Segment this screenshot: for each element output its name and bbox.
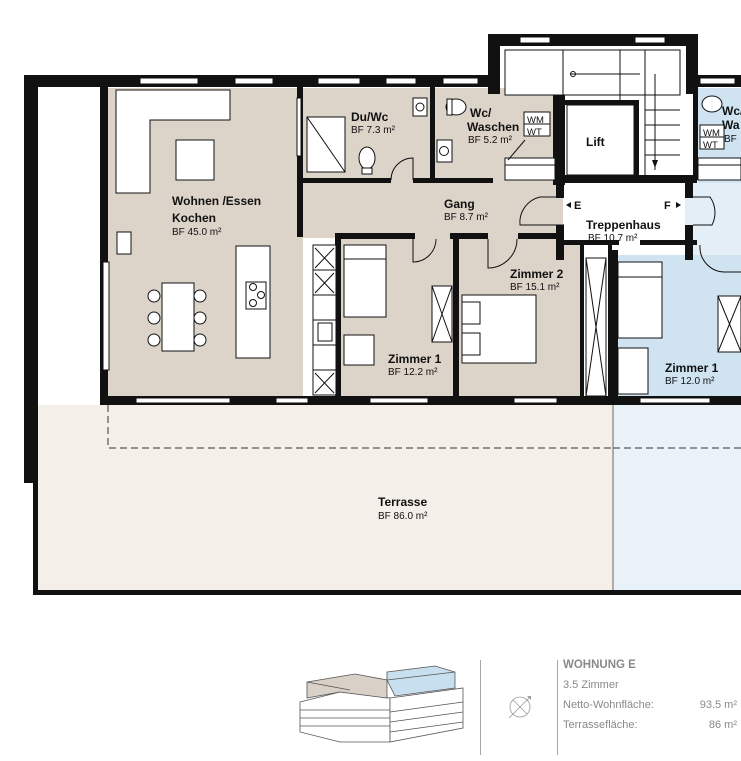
room-area-bath: BF 7.3 m² (351, 125, 396, 136)
roof-overhang-line (107, 405, 613, 449)
door-label-f: F (664, 200, 671, 212)
stair-start-icon (570, 71, 576, 77)
room-area-staircase: BF 10.7 m² (588, 233, 638, 244)
furniture (115, 89, 741, 397)
apartment-info: WOHNUNG E 3.5 Zimmer Netto-Wohnfläche: 9… (563, 655, 741, 735)
room-name-laundry: Waschen (467, 120, 519, 134)
divider-line (480, 660, 481, 755)
neighbor-washing-machine-label: WM (703, 128, 720, 139)
room-name-terrace: Terrasse (378, 495, 427, 509)
room-name-wc: Wc/ (470, 106, 492, 120)
windows (102, 36, 736, 404)
room-name-lift: Lift (586, 135, 605, 149)
building-thumbnail-icon (299, 665, 464, 743)
terrace-left-edge (33, 405, 38, 595)
room-area-zimmer1: BF 12.2 m² (388, 367, 438, 378)
room-name-living: Wohnen /Essen (172, 194, 261, 208)
room-name-zimmer1: Zimmer 1 (388, 352, 442, 366)
room-area-zimmer2: BF 15.1 m² (510, 282, 560, 293)
neighbor-wc-name: Wc/ (722, 104, 741, 118)
net-area-label: Netto-Wohnfläche: (563, 699, 654, 711)
outer-left-wall (24, 75, 38, 483)
room-name-hall: Gang (444, 197, 475, 211)
dryer-label: WT (527, 127, 542, 138)
neighbor-terrace-area (613, 405, 741, 593)
lift-shaft (566, 104, 635, 176)
hall-floor (303, 183, 563, 238)
entrance-arrow-icon (566, 202, 571, 208)
room-name-kitchen: Kochen (172, 211, 216, 225)
room-name-zimmer2: Zimmer 2 (510, 267, 564, 281)
room-area-terrace: BF 86.0 m² (378, 511, 428, 522)
net-area-value: 93.5 m² (699, 699, 737, 711)
staircase (504, 49, 741, 181)
neighbor-room-name: Zimmer 1 (665, 361, 719, 375)
door-label-e: E (574, 200, 581, 212)
washing-machine-label: WM (527, 115, 544, 126)
compass-icon (508, 695, 532, 719)
apartment-title: WOHNUNG E (563, 659, 636, 671)
room-area-wc: BF 5.2 m² (468, 135, 513, 146)
room-area-living: BF 45.0 m² (172, 227, 222, 238)
terrace-area-value: 86 m² (708, 719, 737, 731)
net-area-row: Netto-Wohnfläche: 93.5 m² (563, 695, 741, 715)
room-area-hall: BF 8.7 m² (444, 212, 489, 223)
terrace-edge (33, 590, 741, 595)
floor-plan: Wohnen /Essen Kochen BF 45.0 m² Du/Wc BF… (24, 34, 741, 595)
divider-line-2 (557, 660, 558, 755)
neighbor-dryer-label: WT (703, 140, 718, 151)
neighbor-room-area: BF 12.0 m² (665, 376, 715, 387)
terrace-area-label: Terrassefläche: (563, 719, 638, 731)
terrace-area (37, 405, 613, 593)
room-name-bath: Du/Wc (351, 110, 389, 124)
stair-floor (563, 183, 685, 245)
entrance-arrow-icon-right (676, 202, 681, 208)
doors (390, 139, 741, 273)
room-name-staircase: Treppenhaus (586, 218, 661, 232)
neighbor-wc-name2: Wa (722, 118, 740, 132)
terrace-area-row: Terrassefläche: 86 m² (563, 715, 741, 735)
neighbor-wc-area: BF (724, 134, 737, 145)
stair-arrow-icon (652, 160, 658, 168)
apartment-rooms: 3.5 Zimmer (563, 679, 619, 691)
